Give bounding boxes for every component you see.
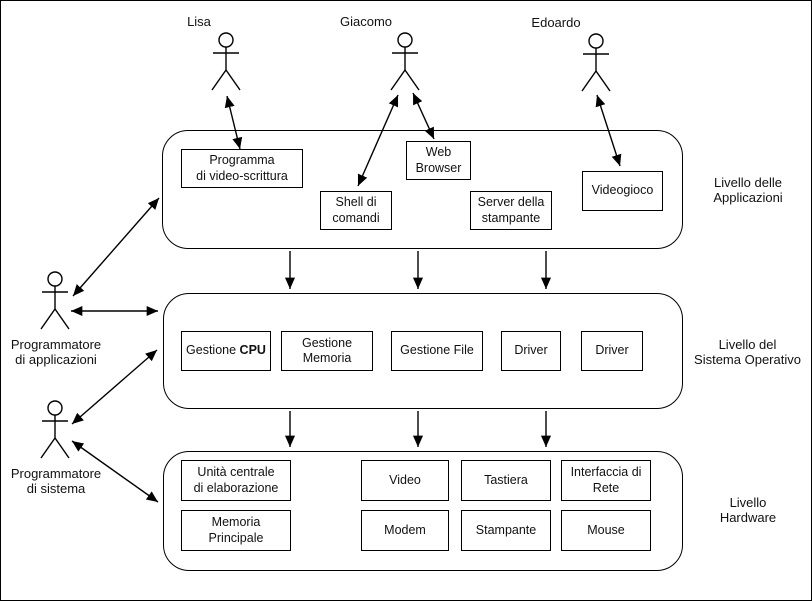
arrow-app-programmer-applications-level (72, 197, 160, 297)
actor-label-programmatore-sistema: Programmatore di sistema (10, 466, 102, 497)
actor-label-programmatore-applicazioni: Programmatore di applicazioni (10, 337, 102, 368)
actor-label-giacomo: Giacomo (339, 14, 393, 29)
side-label-livello-sistema-operativo: Livello del Sistema Operativo (694, 337, 801, 368)
actor-edoardo-figure (581, 33, 611, 92)
box-unita-centrale: Unità centrale di elaborazione (181, 460, 291, 501)
box-memoria-principale: Memoria Principale (181, 510, 291, 551)
actor-app-programmer-figure (40, 271, 70, 330)
box-programma-video-scrittura: Programma di video-scrittura (181, 149, 303, 188)
actor-lisa-figure (211, 32, 241, 91)
box-modem: Modem (361, 510, 449, 551)
actor-giacomo-figure (390, 32, 420, 91)
box-interfaccia-di-rete: Interfaccia di Rete (561, 460, 651, 501)
box-server-della-stampante: Server della stampante (470, 191, 552, 230)
box-gestione-file: Gestione File (391, 331, 483, 371)
box-web-browser: Web Browser (406, 141, 471, 180)
gestione-cpu-bold-text: CPU (239, 343, 266, 358)
box-driver-2: Driver (581, 331, 643, 371)
actor-label-edoardo: Edoardo (531, 15, 581, 30)
box-tastiera: Tastiera (461, 460, 551, 501)
box-stampante: Stampante (461, 510, 551, 551)
actor-label-lisa: Lisa (187, 14, 211, 29)
container-os-level (163, 293, 683, 409)
side-label-livello-applicazioni: Livello delle Applicazioni (713, 175, 783, 206)
container-hardware-level (163, 451, 683, 571)
box-gestione-memoria: Gestione Memoria (281, 331, 373, 371)
box-driver-1: Driver (501, 331, 561, 371)
gestione-cpu-regular-text: Gestione (186, 343, 237, 358)
box-video: Video (361, 460, 449, 501)
box-mouse: Mouse (561, 510, 651, 551)
side-label-livello-hardware: Livello Hardware (719, 495, 777, 526)
box-shell-di-comandi: Shell di comandi (320, 191, 392, 230)
box-gestione-cpu: Gestione CPU (181, 331, 271, 371)
actor-sys-programmer-figure (40, 400, 70, 459)
box-videogioco: Videogioco (582, 171, 663, 211)
